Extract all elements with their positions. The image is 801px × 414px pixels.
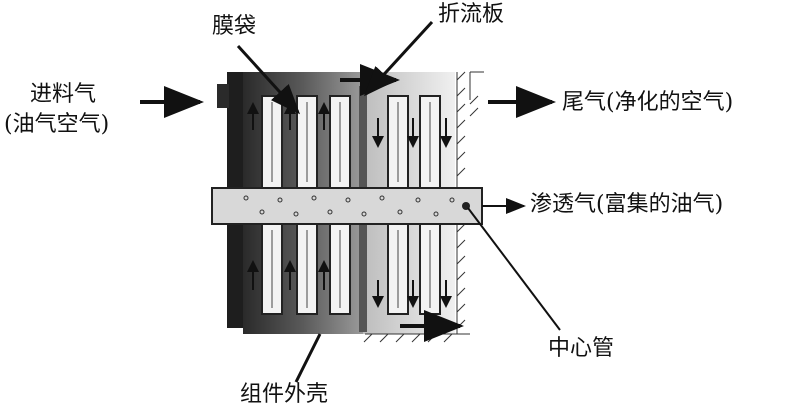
feed-gas-label: 进料气: [30, 82, 97, 107]
membrane-bag-label: 膜袋: [212, 14, 257, 39]
feed-gas-sublabel: (油气空气): [4, 112, 110, 137]
permeate-gas-label: 渗透气(富集的油气): [530, 192, 724, 217]
baffle-label: 折流板: [438, 2, 505, 27]
center-tube-label: 中心管: [548, 336, 615, 361]
flow-arrows-outlet-side: [372, 118, 452, 308]
center-tube-shape: [211, 187, 483, 225]
tail-gas-label: 尾气(净化的空气): [562, 90, 734, 115]
housing-bottom-hatching: [363, 333, 470, 343]
baffle-leader: [363, 20, 434, 97]
housing-leader: [294, 333, 322, 383]
housing-label: 组件外壳: [240, 382, 329, 407]
membrane-bag-leader: [236, 44, 301, 115]
flow-arrows-feed-side: [247, 102, 330, 290]
bag-inner-lines: [271, 102, 431, 308]
center-tube-leader: [467, 207, 561, 331]
